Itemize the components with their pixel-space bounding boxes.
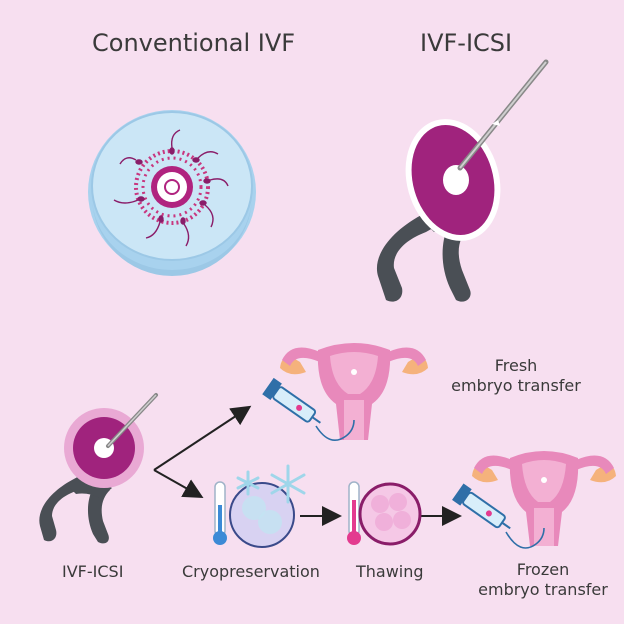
sperm-icons: [113, 129, 229, 247]
icsi-step-label: IVF-ICSI: [62, 562, 124, 581]
small-icsi-egg-icon: [64, 393, 158, 488]
thawing-label: Thawing: [356, 562, 424, 581]
frozen-uterus-icon: [472, 451, 616, 546]
thawed-embryo-icon: [358, 482, 422, 546]
fresh-label-line2: embryo transfer: [451, 376, 581, 395]
fresh-label-line1: Fresh: [494, 356, 538, 375]
petri-dish-icon: [88, 110, 256, 276]
frozen-embryo-icon: [229, 482, 295, 548]
snowflake-icon: [236, 464, 306, 504]
fresh-transfer-syringe-icon: [262, 377, 355, 442]
thermometer-icon: [213, 481, 227, 545]
frozen-label-line2: embryo transfer: [478, 580, 608, 599]
ivf-icsi-title: IVF-ICSI: [420, 29, 513, 57]
fresh-embryo-transfer-label: Fresh embryo transfer: [446, 356, 586, 396]
branch-arrows: [153, 405, 462, 526]
small-icsi-holding-pipette-icon: [39, 474, 112, 544]
thawing-thermometer-icon: [347, 481, 361, 545]
arrow-to-cryopreservation: [153, 469, 204, 498]
injection-needle-icon: [457, 59, 549, 171]
frozen-label-line1: Frozen: [516, 560, 570, 579]
arrow-to-fresh-transfer: [153, 405, 252, 471]
cryopreservation-label: Cryopreservation: [182, 562, 320, 581]
fresh-uterus-icon: [280, 343, 428, 440]
frozen-embryo-transfer-label: Frozen embryo transfer: [468, 560, 618, 600]
frozen-transfer-syringe-icon: [452, 483, 545, 549]
conventional-ivf-title: Conventional IVF: [92, 29, 296, 57]
